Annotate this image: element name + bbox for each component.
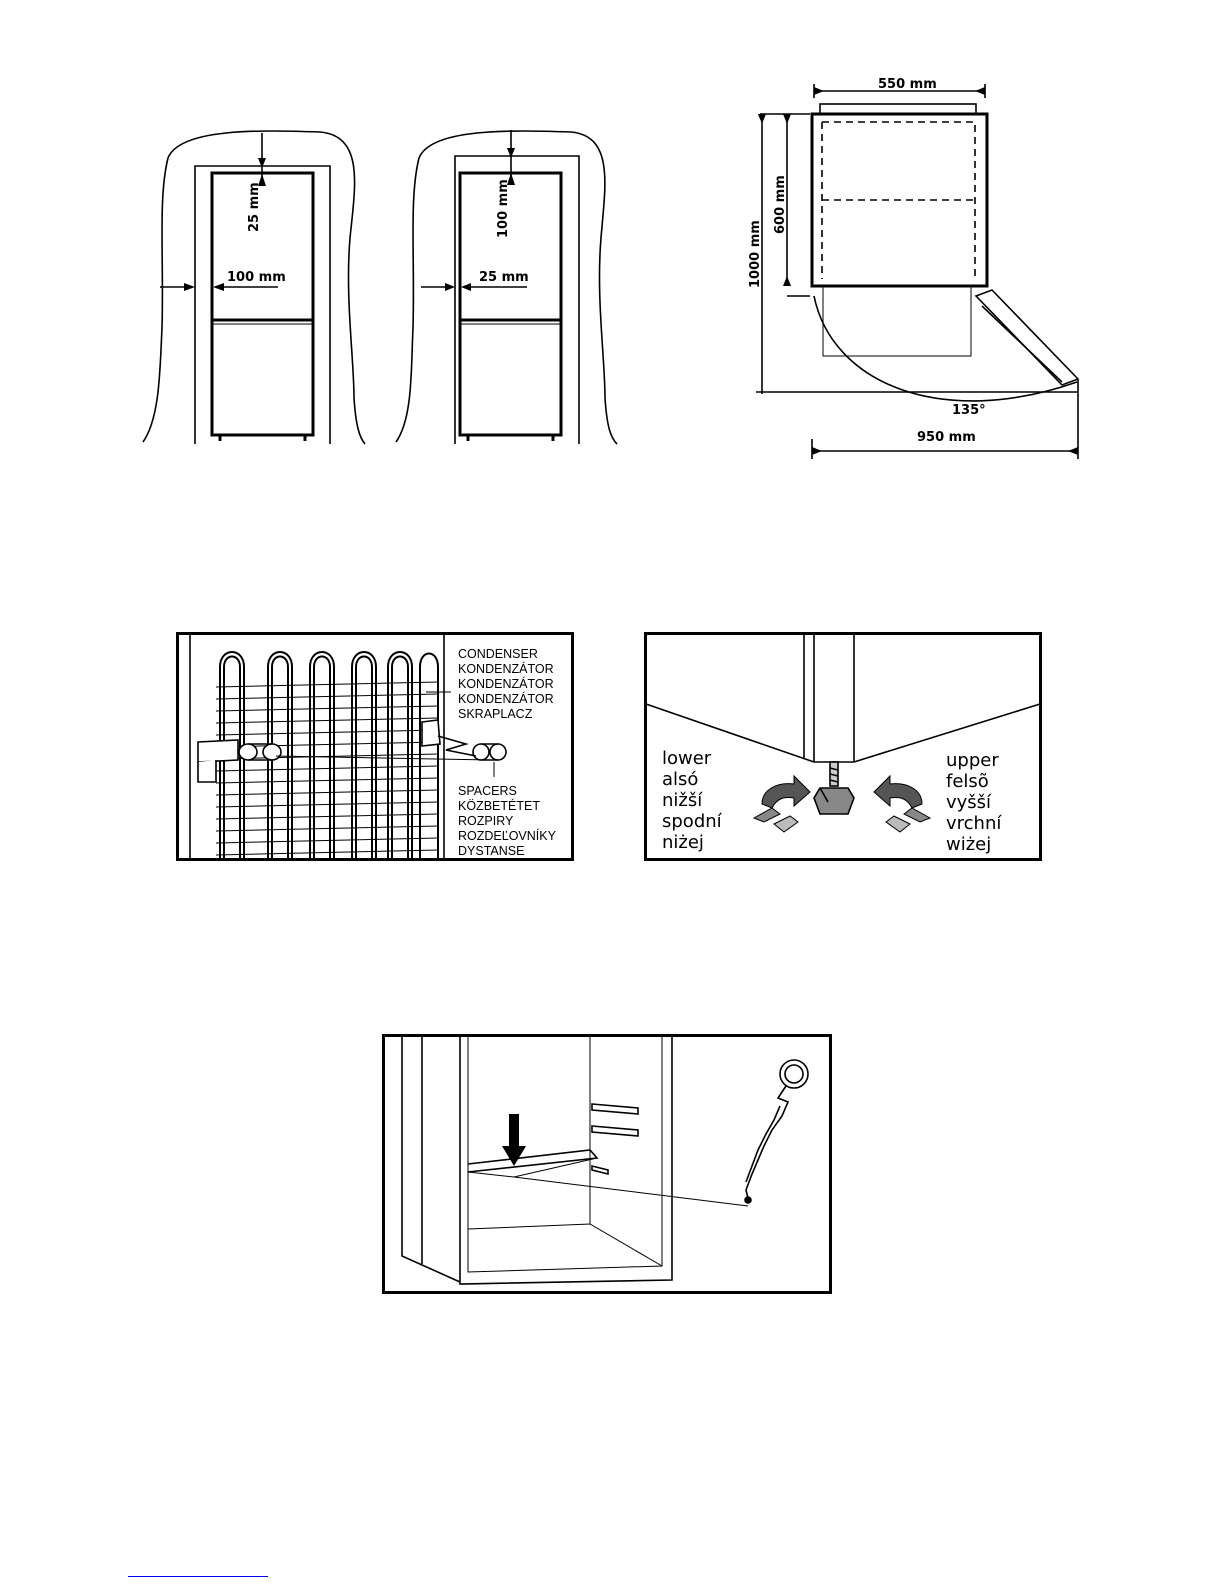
spacer-left [263,744,281,760]
width-open-label: 950 mm [917,430,976,445]
clearance-figure-left: 25 mm 100 mm [140,128,370,458]
clearance-figure-right: 100 mm 25 mm [393,128,623,458]
fridge-body [212,173,313,435]
depth-label: 600 mm [773,175,788,234]
open-door [976,290,1078,385]
spacer-right [490,744,506,760]
side-gap-label: 100 mm [227,270,286,285]
spacer-bracket-left [198,740,238,762]
condenser-figure: CONDENSER KONDENZÁTOR KONDENZÁTOR KONDEN… [176,632,574,861]
width-label: 550 mm [878,77,937,92]
leveling-figure: lower alsó nižší spodní niżej upper fels… [644,632,1042,861]
top-gap-label: 100 mm [496,179,511,238]
footer-link-underline [128,1576,268,1577]
depth-open-label: 1000 mm [748,220,763,288]
top-gap-label: 25 mm [247,182,262,232]
door-angle-label: 135° [952,403,986,418]
dimension-figure: 550 mm 600 mm 1000 mm 135° 950 mm [742,74,1092,466]
door-swing-arc [814,296,1077,401]
niche-wall [195,166,330,444]
drain-figure [382,1034,832,1294]
side-gap-label: 25 mm [479,270,529,285]
spacer-bracket-right [422,720,440,746]
